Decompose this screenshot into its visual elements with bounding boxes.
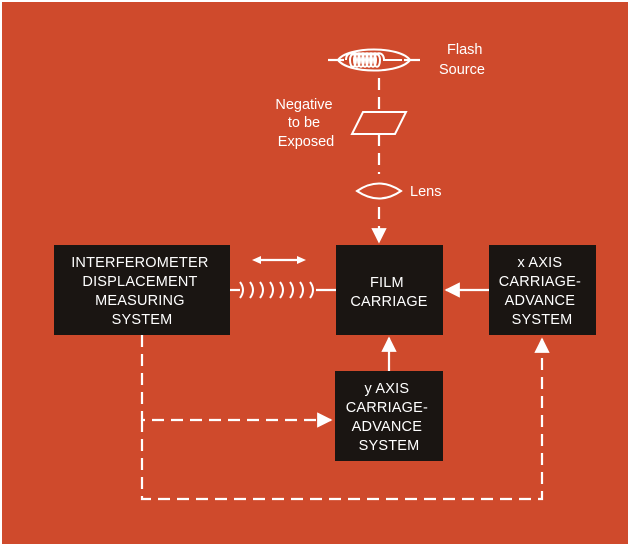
interferometer-box	[54, 245, 230, 335]
negative-label: Negative to be Exposed	[275, 97, 336, 150]
lens-label: Lens	[410, 184, 441, 200]
y-axis-label: y AXIS CARRIAGE- ADVANCE SYSTEM	[346, 381, 433, 454]
film-carriage-label: FILM CARRIAGE	[350, 275, 427, 310]
laser-beam-icon	[230, 281, 336, 299]
interferometer-label: INTERFEROMETER DISPLACEMENT MEASURING SY…	[71, 255, 213, 328]
diagram-panel: Flash Source Negative to be Exposed Lens…	[2, 2, 628, 544]
x-axis-label: x AXIS CARRIAGE- ADVANCE SYSTEM	[499, 255, 586, 328]
y-axis-box	[335, 371, 443, 461]
x-axis-box	[489, 245, 596, 335]
film-carriage-box	[336, 245, 443, 335]
flash-source-label: Flash Source	[439, 42, 487, 78]
lens-icon	[355, 182, 403, 200]
film-negative-icon	[350, 111, 408, 135]
feedback-to-y-axis	[140, 335, 333, 428]
flash-lamp-icon	[328, 48, 420, 72]
feedback-to-x-axis	[140, 337, 550, 501]
double-arrow-icon	[252, 256, 306, 264]
film-exposure-diagram: Flash Source Negative to be Exposed Lens…	[54, 42, 596, 501]
